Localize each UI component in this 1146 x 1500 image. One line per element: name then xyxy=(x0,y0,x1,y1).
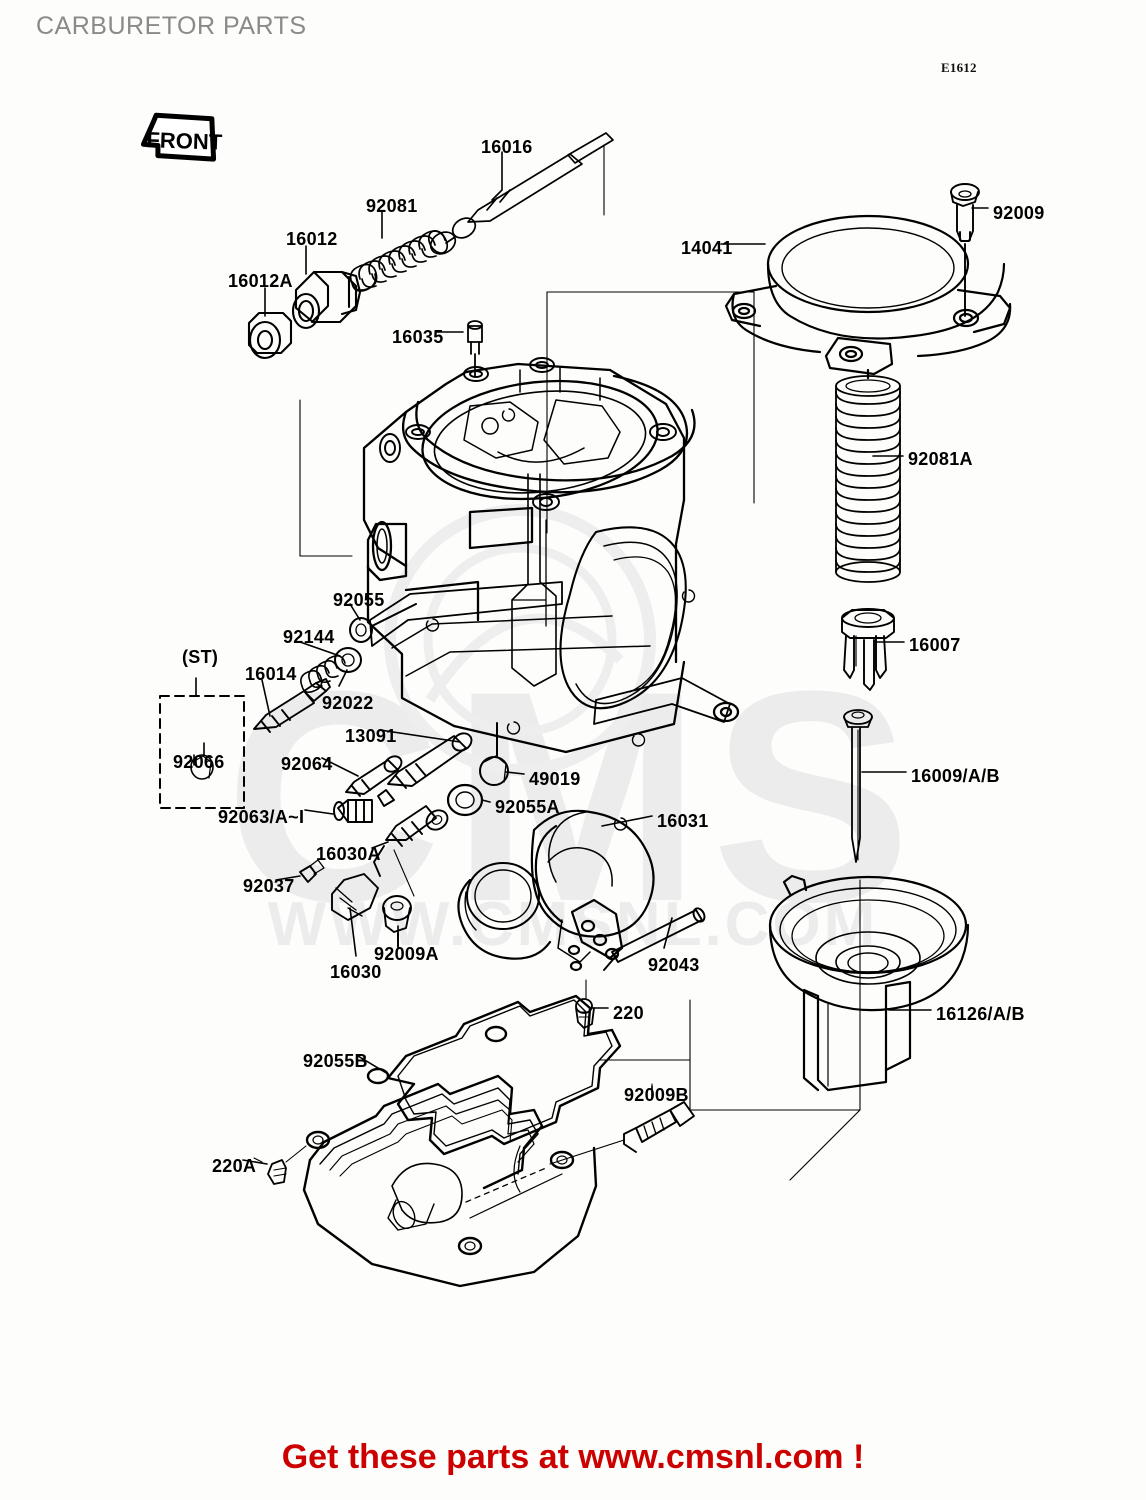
part-label-92022: 92022 xyxy=(322,693,374,713)
part-label-16007: 16007 xyxy=(909,635,961,655)
part-label-14041: 14041 xyxy=(681,238,733,258)
front-label: FRONT xyxy=(146,127,223,155)
part-label-13091: 13091 xyxy=(345,726,397,746)
part-label--st-: (ST) xyxy=(182,647,219,667)
part-label-92009a: 92009A xyxy=(374,944,439,964)
part-label-92009b: 92009B xyxy=(624,1085,689,1105)
part-label-92144: 92144 xyxy=(283,627,335,647)
front-direction-marker: FRONT xyxy=(140,112,223,162)
part-label-92066: 92066 xyxy=(173,752,225,772)
part-label-92081a: 92081A xyxy=(908,449,973,469)
page-title: CARBURETOR PARTS xyxy=(36,12,307,40)
part-label-16012a: 16012A xyxy=(228,271,293,291)
part-label-16126-a-b: 16126/A/B xyxy=(936,1004,1025,1024)
part-label-92064: 92064 xyxy=(281,754,333,774)
part-label-92037: 92037 xyxy=(243,876,295,896)
footer-cta: Get these parts at www.cmsnl.com ! xyxy=(281,1438,865,1476)
part-label-92081: 92081 xyxy=(366,196,418,216)
part-label-92055a: 92055A xyxy=(495,797,560,817)
part-label-92055: 92055 xyxy=(333,590,385,610)
part-label-92055b: 92055B xyxy=(303,1051,368,1071)
part-label-92043: 92043 xyxy=(648,955,700,975)
part-label-92063-a-i: 92063/A~I xyxy=(218,807,305,827)
sheet-code: E1612 xyxy=(941,60,977,75)
part-label-16031: 16031 xyxy=(657,811,709,831)
part-label-16016: 16016 xyxy=(481,137,533,157)
part-label-16030: 16030 xyxy=(330,962,382,982)
part-label-220a: 220A xyxy=(212,1156,257,1176)
part-label-16012: 16012 xyxy=(286,229,338,249)
part-label-16035: 16035 xyxy=(392,327,444,347)
part-label-16030a: 16030A xyxy=(316,844,381,864)
part-label-16009-a-b: 16009/A/B xyxy=(911,766,1000,786)
part-label-49019: 49019 xyxy=(529,769,581,789)
part-label-92009: 92009 xyxy=(993,203,1045,223)
part-label-16014: 16014 xyxy=(245,664,297,684)
part-label-220: 220 xyxy=(613,1003,644,1023)
